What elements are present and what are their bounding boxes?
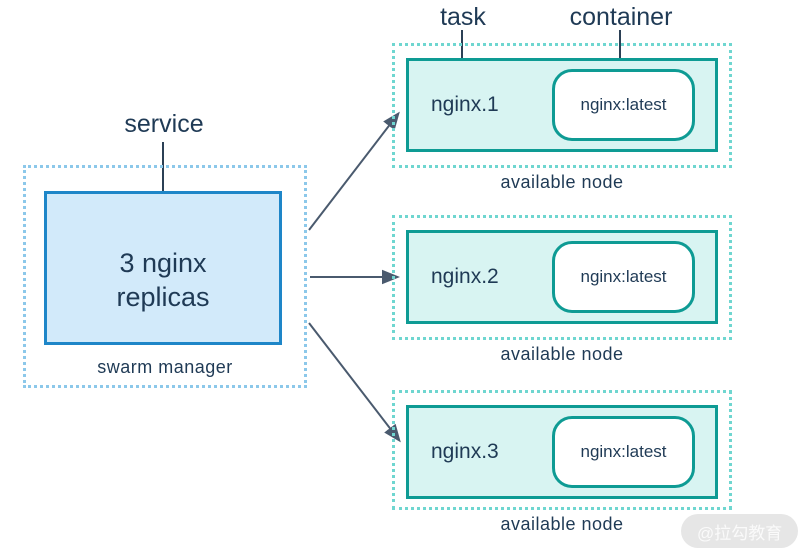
node-3-caption: available node [500, 514, 624, 534]
node-2-task-box: nginx.2 nginx:latest [406, 230, 718, 324]
task-label: task [440, 3, 486, 31]
node-1-group: nginx.1 nginx:latest [392, 43, 732, 168]
node-1-caption: available node [500, 172, 624, 192]
node-3-group: nginx.3 nginx:latest [392, 390, 732, 510]
node-2-container-box: nginx:latest [552, 241, 695, 313]
node-1-task-name: nginx.1 [431, 93, 499, 116]
node-1-container-box: nginx:latest [552, 69, 695, 141]
node-3-task-name: nginx.3 [431, 440, 499, 463]
node-1-task-box: nginx.1 nginx:latest [406, 58, 718, 152]
node-2-caption: available node [500, 344, 624, 364]
service-label: service [124, 110, 204, 138]
swarm-manager-caption: swarm manager [97, 357, 233, 377]
arrow-to-node-1 [308, 111, 400, 231]
service-box: 3 nginx replicas [44, 191, 282, 345]
watermark-badge: @拉勾教育 [681, 514, 799, 548]
node-2-task-name: nginx.2 [431, 265, 499, 288]
node-3-container-box: nginx:latest [552, 416, 695, 488]
container-label: container [569, 3, 673, 31]
node-3-container-image: nginx:latest [580, 442, 667, 461]
swarm-manager-group [23, 165, 307, 388]
service-box-text: 3 nginx replicas [116, 248, 210, 312]
node-2-container-image: nginx:latest [580, 267, 667, 286]
node-2-group: nginx.2 nginx:latest [392, 215, 732, 340]
node-3-task-box: nginx.3 nginx:latest [406, 405, 718, 499]
node-1-container-image: nginx:latest [580, 95, 667, 114]
arrow-to-node-3 [308, 322, 401, 443]
